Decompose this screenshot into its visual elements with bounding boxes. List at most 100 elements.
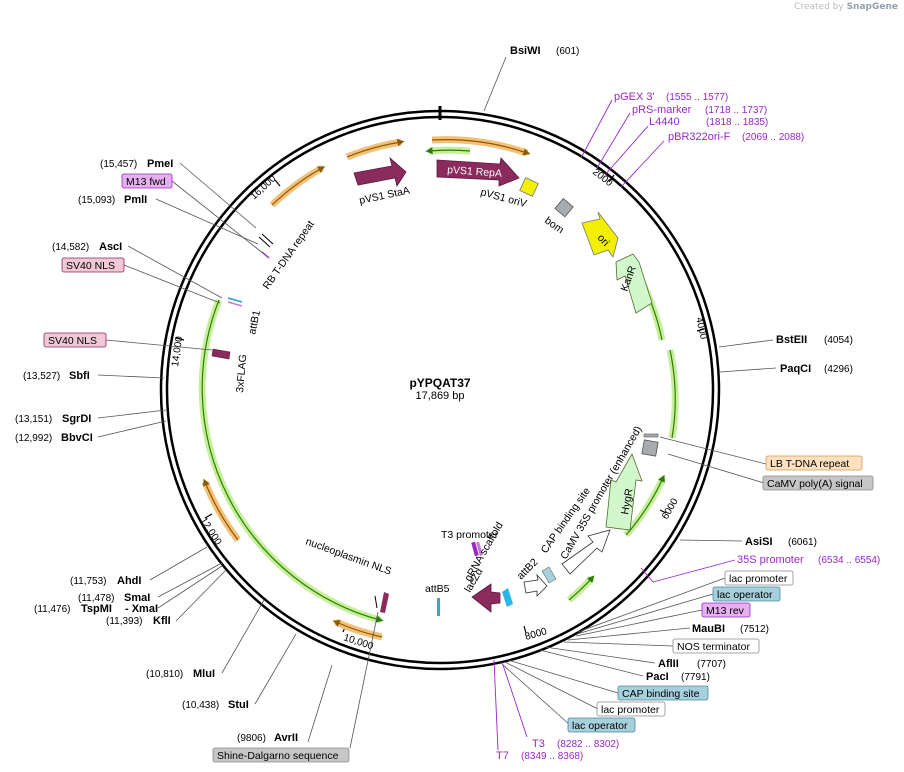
leader-t7 [493, 659, 499, 751]
leader-paci [539, 649, 644, 677]
box-sv40-nls-top: SV40 NLS [61, 257, 125, 273]
tick-14000: 14,000 [170, 335, 185, 367]
primer-pgex3-pos: (1555 .. 1577) [666, 92, 728, 103]
leader-m13fwd [171, 180, 265, 255]
box-m13fwd: M13 fwd [121, 173, 173, 189]
site-paci-name: PacI [646, 671, 669, 683]
leader-avrii [307, 664, 333, 743]
box-lac-operator-1-text: lac operator [717, 589, 773, 601]
orf-arc-upper-left-line [271, 166, 326, 206]
primer-t7-pos: (8349 .. 8368) [521, 751, 583, 762]
site-stui-pos: (10,438) [182, 700, 219, 711]
bom-label: bom [542, 215, 566, 237]
orf-arc-upper-left [269, 164, 324, 208]
site-bbvci-pos: (12,992) [15, 433, 52, 444]
leader-pgex3 [580, 99, 613, 159]
site-maubi-name: MauBI [692, 623, 725, 635]
leader-smai [157, 562, 223, 598]
primer-t3-pos: (8282 .. 8302) [557, 739, 619, 750]
leader-tspmi [157, 565, 223, 609]
tick-16000-mark [274, 179, 281, 187]
tick-4000-mark [696, 328, 705, 332]
snapgene-logo: SnapGene [846, 2, 898, 12]
plasmid-name: pYPQAT37 [409, 376, 470, 390]
rb-tdna-label: RB T-DNA repeat [261, 218, 317, 291]
site-smai-name: SmaI [124, 592, 150, 604]
site-bsteii-name: BstEII [776, 334, 807, 346]
pvs1-staa-label: pVS1 StaA [358, 185, 411, 207]
nucleoplasmin-label: nucleoplasmin NLS [304, 536, 393, 578]
orf-arc-bottom-line [332, 620, 383, 638]
site-stui-name: StuI [228, 699, 249, 711]
green-arc-left-long-line [201, 299, 384, 623]
site-pmei-pos: (15,457) [100, 159, 137, 170]
site-bsiwi-pos: (601) [556, 46, 579, 57]
tick-12000-mark [204, 513, 213, 519]
t3-promoter-mark-2 [476, 541, 483, 557]
site-sgrdi-pos: (13,151) [15, 414, 52, 425]
tick-2000-mark [608, 174, 615, 183]
attb2-label: attB2 [515, 556, 541, 582]
pvs1-repa-arrow [436, 157, 520, 187]
site-bsiwi-name: BsiWI [510, 45, 541, 57]
orf-arc-top-left-line [346, 139, 405, 158]
hygr-label: HygR [619, 487, 635, 515]
primer-pbr322-name: pBR322ori-F [668, 131, 731, 143]
nucleoplasmin-mark [380, 592, 389, 613]
site-mlui-name: MluI [193, 668, 215, 680]
leader-lac-promoter-1 [577, 577, 726, 633]
box-sv40-nls-top-text: SV40 NLS [66, 260, 115, 272]
leader-ahdi [149, 546, 208, 581]
leader-mlui [221, 599, 265, 674]
site-tspmi-name: TspMI [81, 603, 112, 615]
site-asci-name: AscI [99, 241, 122, 253]
leader-lac-operator-1 [576, 593, 714, 635]
leader-camv-polya [667, 453, 765, 484]
box-camv-polya-text: CaMV poly(A) signal [767, 478, 863, 490]
leader-lb-tdna [659, 436, 767, 465]
leader-pbr322 [620, 140, 665, 188]
site-asisi-name: AsiSI [745, 536, 773, 548]
leader-lac-promoter-2 [504, 661, 599, 710]
site-aflii-name: AflII [658, 658, 679, 670]
site-bbvci-name: BbvCI [61, 432, 93, 444]
leader-lines [97, 56, 777, 749]
site-paqci-name: PaqCI [780, 363, 811, 375]
leader-35s [640, 567, 654, 583]
cap-site-arrow [523, 573, 548, 597]
site-kfli-name: KflI [153, 615, 171, 627]
bom-box [554, 197, 574, 218]
box-lac-promoter-1-text: lac promoter [729, 573, 788, 585]
site-pmli-name: PmlI [124, 194, 147, 206]
restriction-sites: BsiWI (601) BstEII (4054) PaqCI (4296) A… [15, 45, 853, 744]
leader-asci [127, 245, 223, 299]
leader-sv40-1 [105, 339, 213, 351]
site-paqci-pos: (4296) [824, 364, 853, 375]
orf-arc-left-line [203, 478, 239, 541]
green-arc-top-line [425, 147, 471, 155]
leader-sbfi [97, 374, 165, 379]
green-arc-hygr-line [625, 474, 665, 536]
box-sv40-nls-mid-text: SV40 NLS [48, 335, 97, 347]
box-lb-tdna-text: LB T-DNA repeat [770, 458, 849, 470]
tick-16000: 16,000 [249, 173, 279, 202]
plasmid-length: 17,869 bp [416, 390, 465, 402]
orange-orf-arcs [201, 136, 531, 641]
site-ahdi-pos: (11,753) [70, 576, 107, 587]
box-shine-dalgarno-text: Shine-Dalgarno sequence [217, 750, 339, 762]
attb2-mark [541, 566, 557, 584]
leader-sv40-2 [123, 264, 221, 304]
attb1-mark-b [227, 301, 243, 307]
site-maubi-pos: (7512) [740, 624, 769, 635]
watermark-prefix: Created by [794, 2, 844, 12]
box-shine-dalgarno: Shine-Dalgarno sequence [212, 747, 350, 763]
site-mlui-pos: (10,810) [146, 669, 183, 680]
pvs1-oriv-box [519, 177, 539, 197]
primer-35s-pos: (6534 .. 6554) [818, 555, 880, 566]
leader-shine-dalgarno [349, 611, 379, 749]
tick-12000: 12,000 [197, 516, 223, 548]
snapgene-watermark: Created by SnapGene [794, 2, 898, 12]
leader-paqci [719, 367, 777, 373]
site-sbfi-pos: (13,527) [23, 371, 60, 382]
camv-polya-box [641, 439, 659, 457]
